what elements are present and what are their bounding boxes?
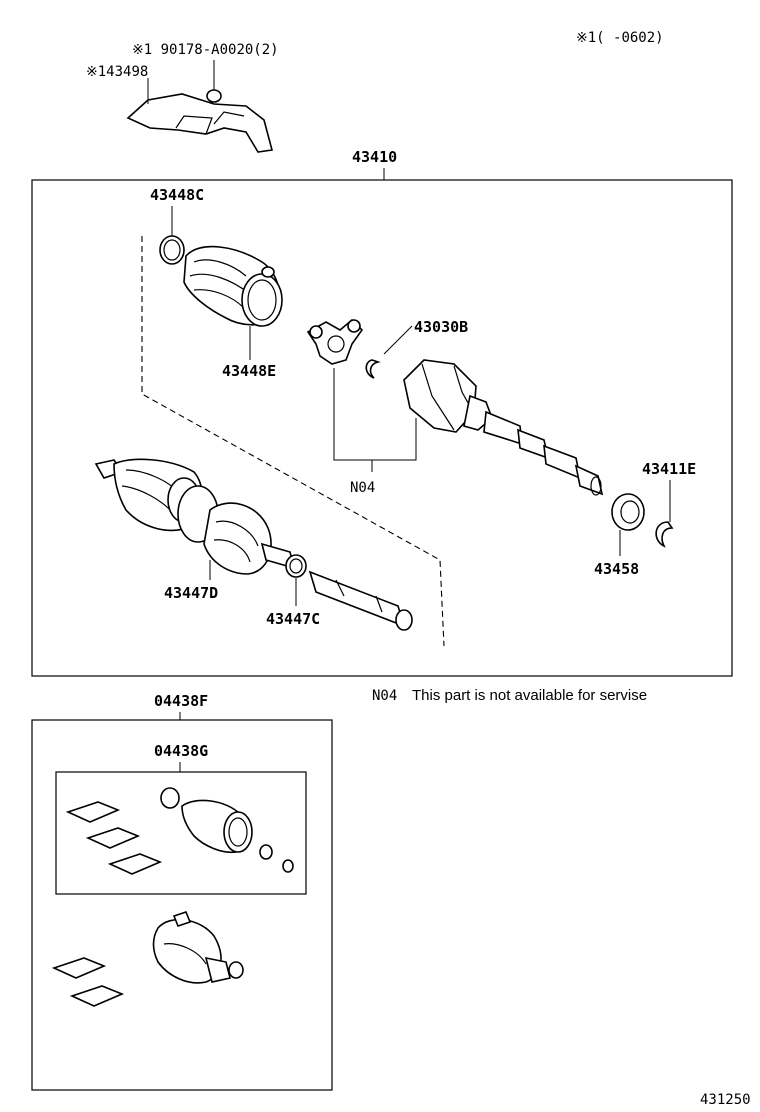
clamp-outer-label: 43448C xyxy=(150,186,204,204)
boot-outer-label: 43448E xyxy=(222,362,276,380)
group-n04-label: N04 xyxy=(350,480,375,496)
note-range-label: ※1( -0602) xyxy=(576,30,664,46)
kit-inner-label: 04438G xyxy=(154,742,208,760)
kit-outer-label: 04438F xyxy=(154,692,208,710)
kit-outer-contents xyxy=(51,911,244,1007)
kit-outer-frame xyxy=(31,719,333,1091)
tripod-joint-drawing xyxy=(306,318,381,379)
heat-shield-drawing xyxy=(126,60,274,153)
note-text: This part is not available for servise xyxy=(412,687,647,704)
subassembly-outline xyxy=(141,236,445,647)
snap-ring-label: 43411E xyxy=(642,460,696,478)
inner-joint-housing-drawing xyxy=(403,359,604,496)
kit-inner-contents xyxy=(65,787,294,875)
kit-inner-frame xyxy=(55,771,307,895)
joint-inner-label: 43030B xyxy=(414,318,468,336)
seal-drawing xyxy=(611,493,674,548)
note-part-label: ※143498 xyxy=(86,64,148,80)
figure-id: 431250 xyxy=(700,1092,751,1108)
assembly-frame xyxy=(31,179,733,677)
cv-shaft-drawing xyxy=(94,458,413,631)
clamp-inner-label: 43447C xyxy=(266,610,320,628)
assembly-label: 43410 xyxy=(352,148,397,166)
boot-inner-label: 43447D xyxy=(164,584,218,602)
note-qty-label: ※1 90178-A0020(2) xyxy=(132,42,279,58)
seal-label: 43458 xyxy=(594,560,639,578)
outer-boot-drawing xyxy=(159,235,283,327)
note-code: N04 xyxy=(372,688,397,704)
